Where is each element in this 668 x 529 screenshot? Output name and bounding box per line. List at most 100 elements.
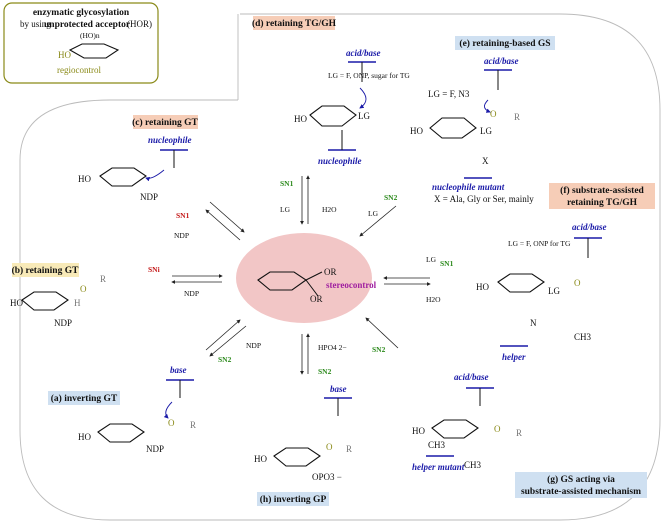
svg-text:HO: HO <box>78 432 91 442</box>
svg-text:helper mutant: helper mutant <box>412 462 465 472</box>
panel-c-structure: nucleophile HO NDP <box>78 135 192 202</box>
svg-text:(h) inverting GP: (h) inverting GP <box>260 494 327 505</box>
svg-text:N: N <box>530 318 537 328</box>
svg-text:(g) GS acting via: (g) GS acting via <box>547 474 615 485</box>
svg-text:R: R <box>514 112 520 122</box>
outer-frame <box>19 13 661 521</box>
center-intermediate: OR OR stereocontrol <box>236 233 377 323</box>
svg-text:R: R <box>100 274 106 284</box>
svg-text:O: O <box>574 278 581 288</box>
svg-text:(d) retaining TG/GH: (d) retaining TG/GH <box>252 18 337 29</box>
svg-text:LG: LG <box>426 255 437 264</box>
svg-text:HPO4 2−: HPO4 2− <box>318 343 347 352</box>
panel-a-title: (a) inverting GT <box>48 391 120 405</box>
svg-text:LG: LG <box>358 111 370 121</box>
center-or1: OR <box>324 267 337 277</box>
svg-text:SNi: SNi <box>148 265 160 274</box>
svg-text:HO: HO <box>294 114 307 124</box>
svg-text:(e) retaining-based GS: (e) retaining-based GS <box>459 38 550 49</box>
svg-text:SN1: SN1 <box>440 259 454 268</box>
center-or2: OR <box>310 294 323 304</box>
svg-text:HO: HO <box>78 174 91 184</box>
panel-g-structure: acid/base HO O R CH3 CH3 helper mutant <box>412 372 522 472</box>
svg-text:R: R <box>346 444 352 454</box>
svg-text:NDP: NDP <box>174 231 189 240</box>
svg-text:(c) retaining GT: (c) retaining GT <box>132 117 198 128</box>
svg-text:LG = F, ONP for TG: LG = F, ONP for TG <box>508 239 571 248</box>
svg-text:HO: HO <box>254 454 267 464</box>
regiocontrol-label: regiocontrol <box>57 65 101 75</box>
svg-text:HO: HO <box>10 298 23 308</box>
svg-text:acid/base: acid/base <box>484 56 519 66</box>
panel-b-title: (b) retaining GT <box>12 263 80 277</box>
svg-text:helper: helper <box>502 352 526 362</box>
svg-text:SN2: SN2 <box>384 193 398 202</box>
svg-text:nucleophile: nucleophile <box>148 135 192 145</box>
header-line1: enzymatic glycosylation <box>33 8 130 18</box>
svg-text:CH3: CH3 <box>428 440 446 450</box>
svg-text:R: R <box>190 420 196 430</box>
svg-text:H: H <box>74 298 81 308</box>
svg-text:CH3: CH3 <box>574 332 592 342</box>
svg-text:H2O: H2O <box>426 295 441 304</box>
svg-text:substrate-assisted mechanism: substrate-assisted mechanism <box>521 487 641 497</box>
svg-text:OPO3 −: OPO3 − <box>312 472 342 482</box>
svg-text:nucleophile: nucleophile <box>318 156 362 166</box>
panel-h-structure: base HO O R OPO3 − <box>254 384 352 482</box>
svg-text:base: base <box>170 365 187 375</box>
svg-text:SN2: SN2 <box>218 355 232 364</box>
svg-text:SN1: SN1 <box>176 211 190 220</box>
svg-text:O: O <box>494 424 501 434</box>
svg-text:retaining TG/GH: retaining TG/GH <box>567 198 638 208</box>
svg-text:acid/base: acid/base <box>346 48 381 58</box>
svg-text:NDP: NDP <box>54 318 72 328</box>
header-ho: (HO)n <box>80 31 100 40</box>
panel-h-title: (h) inverting GP <box>257 492 329 506</box>
header-line2-bold: unprotected acceptor <box>44 20 131 30</box>
svg-text:nucleophile mutant: nucleophile mutant <box>432 182 505 192</box>
stereocontrol-label: stereocontrol <box>326 280 377 290</box>
panel-a-structure: base HO O R NDP <box>78 365 196 454</box>
panel-d-title: (d) retaining TG/GH <box>252 16 337 30</box>
svg-text:R: R <box>516 428 522 438</box>
header-line2-post: (HOR) <box>127 19 152 29</box>
svg-text:base: base <box>330 384 347 394</box>
panel-b-structure: HO O R H NDP <box>10 274 106 328</box>
header-ho-label: HO <box>58 50 71 60</box>
svg-text:LG: LG <box>280 205 291 214</box>
svg-text:H2O: H2O <box>322 205 337 214</box>
svg-text:CH3: CH3 <box>464 460 482 470</box>
svg-text:LG = F, ONP, sugar for TG: LG = F, ONP, sugar for TG <box>328 71 410 80</box>
svg-text:(a) inverting GT: (a) inverting GT <box>51 393 118 404</box>
svg-text:X = Ala, Gly or Ser, mainly: X = Ala, Gly or Ser, mainly <box>434 194 534 204</box>
svg-text:HO: HO <box>412 426 425 436</box>
svg-text:LG: LG <box>480 126 492 136</box>
svg-text:X: X <box>482 156 489 166</box>
svg-text:NDP: NDP <box>184 289 199 298</box>
svg-text:HO: HO <box>476 282 489 292</box>
panel-e-structure: acid/base LG = F, N3 HO LG O R X nucleop… <box>410 56 534 204</box>
svg-text:NDP: NDP <box>246 341 261 350</box>
panel-f-title: (f) substrate-assisted retaining TG/GH <box>549 183 655 209</box>
svg-text:LG: LG <box>548 286 560 296</box>
svg-text:acid/base: acid/base <box>454 372 489 382</box>
panel-g-title: (g) GS acting via substrate-assisted mec… <box>515 472 647 498</box>
panel-e-title: (e) retaining-based GS <box>455 36 555 50</box>
svg-text:SN1: SN1 <box>280 179 294 188</box>
svg-text:HO: HO <box>410 126 423 136</box>
reaction-arrows: SN1 LG H2O SN2 LG SN1 NDP SNi NDP SN1 LG… <box>148 175 454 376</box>
svg-text:SN2: SN2 <box>372 345 386 354</box>
svg-text:NDP: NDP <box>140 192 158 202</box>
header-line2-pre: by using <box>20 19 51 29</box>
panel-c-title: (c) retaining GT <box>132 115 199 129</box>
panel-d-structure: acid/base LG = F, ONP, sugar for TG HO L… <box>294 48 410 166</box>
svg-text:O: O <box>490 109 497 119</box>
svg-text:O: O <box>326 442 333 452</box>
svg-text:acid/base: acid/base <box>572 222 607 232</box>
svg-text:(f) substrate-assisted: (f) substrate-assisted <box>560 185 644 196</box>
svg-text:O: O <box>80 284 87 294</box>
panel-f-structure: acid/base LG = F, ONP for TG HO LG O N C… <box>476 222 607 362</box>
svg-text:(b) retaining GT: (b) retaining GT <box>12 265 80 276</box>
svg-text:LG = F, N3: LG = F, N3 <box>428 89 470 99</box>
